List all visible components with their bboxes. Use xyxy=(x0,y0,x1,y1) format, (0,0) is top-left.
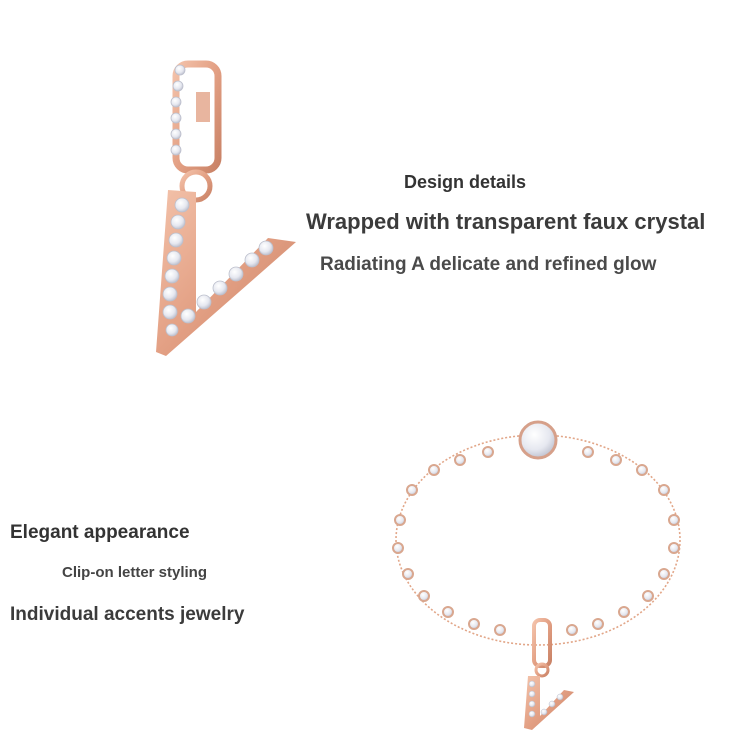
clip-crystals xyxy=(170,64,186,156)
design-details-heading: Design details xyxy=(404,172,527,192)
small-charm-clip xyxy=(532,618,552,668)
bracelet-clasp xyxy=(518,420,558,460)
v-charm-closeup xyxy=(156,60,296,356)
individual-accents-text: Individual accents jewelry xyxy=(10,604,245,625)
clip-on-styling-text: Clip-on letter styling xyxy=(62,564,208,581)
small-jump-ring xyxy=(534,662,550,678)
wrapped-crystal-text: Wrapped with transparent faux crystal xyxy=(306,209,706,234)
clip-hinge xyxy=(196,92,210,122)
bracelet-photo xyxy=(392,420,681,730)
small-v-letter xyxy=(524,676,574,730)
radiating-glow-text: Radiating A delicate and refined glow xyxy=(320,254,657,275)
v-crystals xyxy=(162,197,274,337)
elegant-appearance-heading: Elegant appearance xyxy=(10,522,190,543)
small-v-crystals xyxy=(528,680,564,718)
chain-crystals xyxy=(392,446,680,636)
